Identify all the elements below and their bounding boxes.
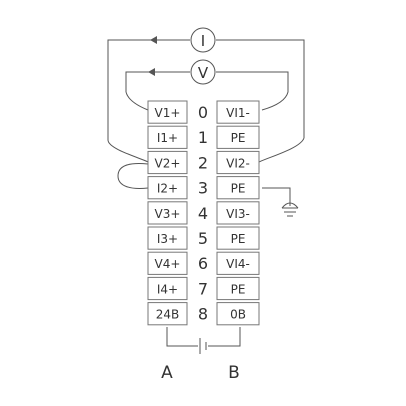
left-terminal-label: I1+ xyxy=(157,131,178,145)
terminal-number: 4 xyxy=(198,204,208,223)
current-loop-right-wire xyxy=(216,39,305,138)
right-terminal-label: PE xyxy=(231,232,246,246)
terminal-row: I3+ 5 PE xyxy=(147,226,260,250)
voltage-meter-label: V xyxy=(198,64,209,82)
left-terminal-box xyxy=(147,226,188,250)
terminal-row: V3+ 4 VI3- xyxy=(147,201,260,225)
terminal-number: 5 xyxy=(198,229,208,248)
left-terminal-box xyxy=(147,125,188,149)
right-terminal-box xyxy=(216,201,260,225)
right-terminal-label: PE xyxy=(231,182,246,196)
terminal-row: I4+ 7 PE xyxy=(147,276,260,301)
left-terminal-label: I2+ xyxy=(157,182,178,196)
voltage-loop-to-v1 xyxy=(125,91,149,111)
terminal-row: V4+ 6 VI4- xyxy=(147,251,260,275)
current-meter-label: I xyxy=(201,32,205,50)
battery-wiring xyxy=(166,327,241,347)
voltage-meter-icon: V xyxy=(190,59,216,85)
battery-icon xyxy=(199,338,207,354)
side-label-a: A xyxy=(161,363,173,383)
left-terminal-label: 24B xyxy=(156,308,180,322)
right-terminal-box xyxy=(216,276,260,301)
terminal-row: I2+ 3 PE xyxy=(147,176,260,200)
right-terminal-box xyxy=(216,302,260,326)
terminal-number: 6 xyxy=(198,254,208,273)
voltage-loop-right-wire xyxy=(216,71,289,111)
current-loop-to-vi2 xyxy=(255,137,305,165)
terminal-row: 24B 8 0B xyxy=(147,302,260,326)
right-terminal-box xyxy=(216,125,260,149)
left-terminal-label: I4+ xyxy=(157,282,178,296)
right-terminal-label: PE xyxy=(231,282,246,296)
current-meter-icon: I xyxy=(190,27,216,53)
side-label-b: B xyxy=(228,363,240,383)
left-terminal-box xyxy=(147,201,188,225)
right-terminal-box xyxy=(216,251,260,275)
terminal-number: 3 xyxy=(198,179,208,198)
right-terminal-box xyxy=(216,176,260,200)
terminal-row: V2+ 2 VI2- xyxy=(147,150,260,175)
right-terminal-label: PE xyxy=(231,131,246,145)
left-terminal-box xyxy=(147,302,188,326)
left-terminal-box xyxy=(147,251,188,275)
terminal-number: 1 xyxy=(198,128,208,147)
left-terminal-label: I3+ xyxy=(157,232,178,246)
terminal-number: 2 xyxy=(198,153,208,172)
right-terminal-box xyxy=(216,226,260,250)
voltage-arrow-icon xyxy=(148,68,155,76)
left-terminal-box xyxy=(147,100,188,124)
voltage-loop-left-wire xyxy=(125,71,190,92)
ground-icon xyxy=(262,187,299,217)
terminal-row: V1+ 0 VI1- xyxy=(147,100,260,124)
left-terminal-box xyxy=(147,276,188,301)
left-terminal-label: V2+ xyxy=(155,156,181,170)
terminal-number: 7 xyxy=(198,279,208,298)
left-terminal-box xyxy=(147,176,188,200)
right-terminal-label: VI3- xyxy=(226,207,250,221)
terminal-number: 0 xyxy=(198,103,208,122)
terminal-number: 8 xyxy=(198,305,208,324)
voltage-loop xyxy=(125,71,289,111)
right-terminal-box xyxy=(216,150,260,175)
jumper-wire-v2-i2 xyxy=(117,163,149,189)
left-terminal-label: V1+ xyxy=(155,106,181,120)
right-terminal-box xyxy=(216,100,260,124)
right-terminal-label: VI4- xyxy=(226,257,250,271)
right-terminal-label: VI1- xyxy=(226,106,250,120)
left-terminal-label: V4+ xyxy=(155,257,181,271)
right-terminal-label: 0B xyxy=(230,308,246,322)
left-terminal-label: V3+ xyxy=(155,207,181,221)
right-terminal-label: VI2- xyxy=(226,156,250,170)
terminal-row: I1+ 1 PE xyxy=(147,125,260,149)
current-arrow-icon xyxy=(150,36,157,44)
left-terminal-box xyxy=(147,150,188,175)
